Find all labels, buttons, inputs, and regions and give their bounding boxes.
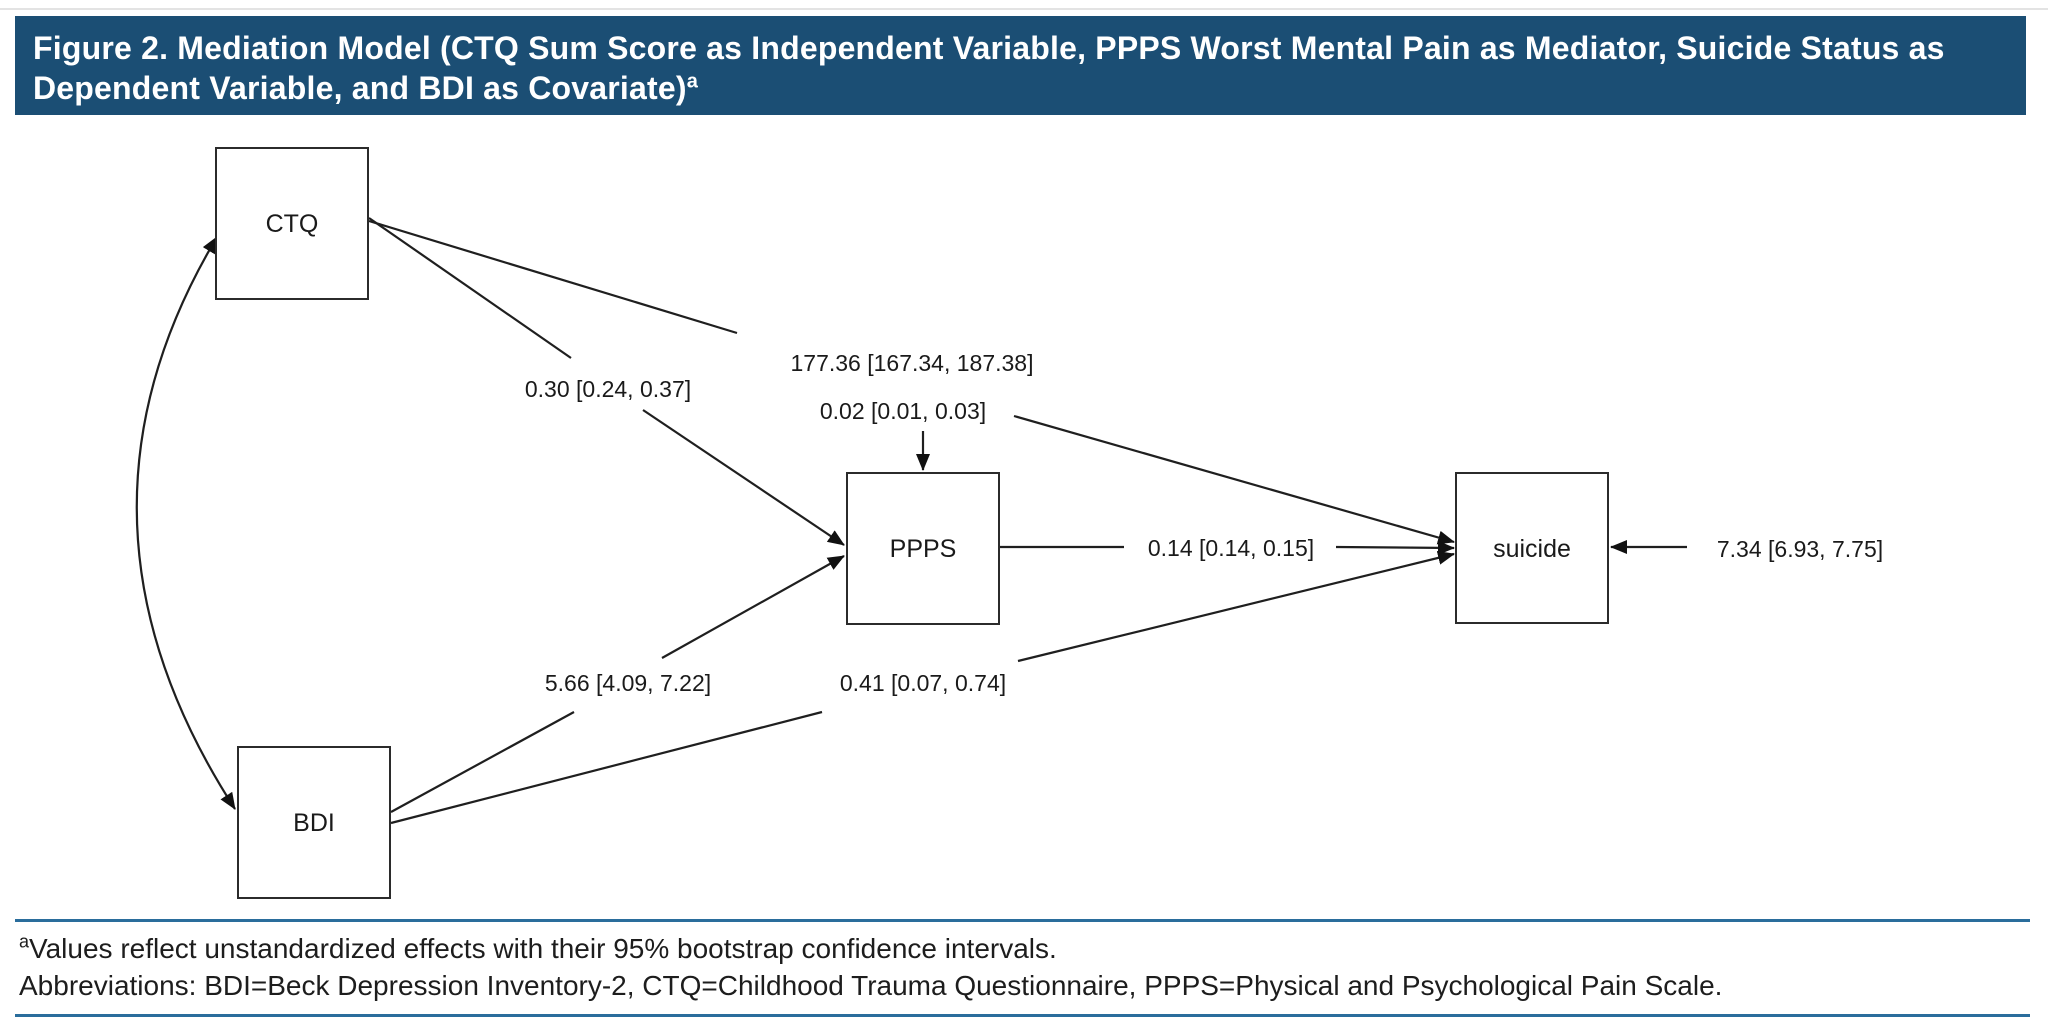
path-ctq-suicide-segment2 — [1013, 414, 1455, 545]
node-ctq-box — [215, 147, 369, 300]
label-ctq-ppps: 0.30 [0.24, 0.37] — [525, 376, 691, 402]
footnote-line-1-text: Values reflect unstandardized effects wi… — [29, 933, 1057, 964]
path-bdi-suicide-segment1 — [390, 710, 823, 825]
node-bdi-box — [237, 746, 391, 899]
figure-footnote: aValues reflect unstandardized effects w… — [15, 919, 2030, 1017]
path-bdi-suicide-segment2 — [1017, 551, 1455, 663]
node-ppps-box — [846, 472, 1000, 625]
label-ppps-suicide: 0.14 [0.14, 0.15] — [1148, 535, 1314, 561]
node-ctq-label: CTQ — [266, 210, 319, 238]
footnote-marker: a — [19, 931, 30, 952]
figure-title-superscript: a — [686, 70, 699, 93]
label-suicide-intercept: 7.34 [6.93, 7.75] — [1717, 536, 1883, 562]
figure-title: Figure 2. Mediation Model (CTQ Sum Score… — [33, 30, 1945, 106]
top-hairline — [0, 8, 2048, 10]
path-ppps-suicide-segment2 — [1335, 540, 1455, 555]
covariance-arc-ctq-bdi — [135, 236, 236, 810]
figure-title-bar: Figure 2. Mediation Model (CTQ Sum Score… — [15, 16, 2026, 115]
node-suicide-label: suicide — [1493, 535, 1571, 563]
node-suicide-box — [1455, 472, 1609, 624]
node-ppps-label: PPPS — [890, 535, 957, 563]
path-bdi-ppps-segment1 — [390, 711, 575, 813]
path-ctq-ppps-segment1 — [368, 217, 572, 359]
label-ppps-intercept: 177.36 [167.34, 187.38] — [791, 350, 1034, 376]
path-ctq-suicide-segment1 — [368, 219, 738, 335]
label-bdi-ppps: 5.66 [4.09, 7.22] — [545, 670, 711, 696]
label-ctq-suicide: 0.02 [0.01, 0.03] — [820, 398, 986, 424]
path-ctq-ppps-segment2 — [642, 409, 845, 546]
label-bdi-suicide: 0.41 [0.07, 0.74] — [840, 670, 1006, 696]
footnote-line-1: aValues reflect unstandardized effects w… — [19, 930, 2026, 967]
path-bdi-ppps-segment2 — [661, 555, 845, 659]
node-bdi-label: BDI — [293, 809, 335, 837]
footnote-line-2: Abbreviations: BDI=Beck Depression Inven… — [19, 970, 1723, 1001]
